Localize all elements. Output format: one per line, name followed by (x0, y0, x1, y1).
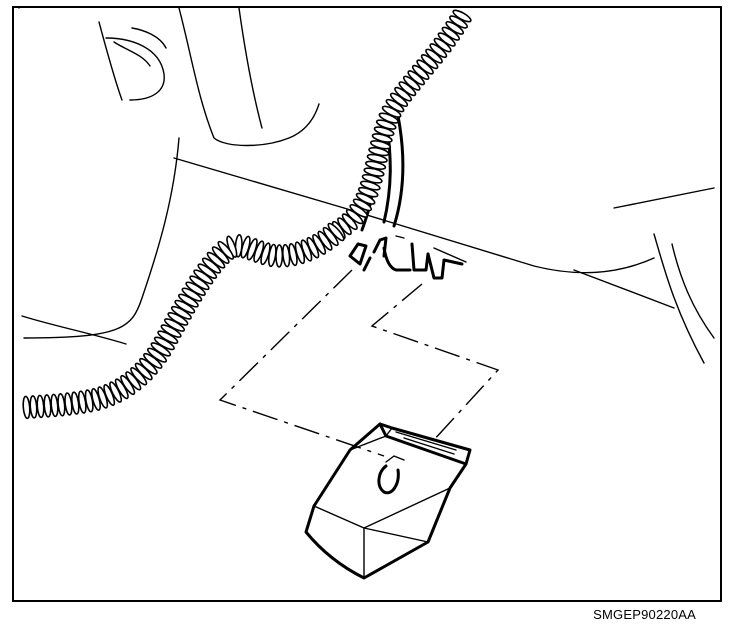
panel-connector-slots (348, 235, 467, 280)
diagram-frame (12, 6, 722, 602)
harness-coil-segment (22, 395, 31, 420)
harness-coil-segment (43, 394, 52, 418)
harness-coil-segment (275, 244, 284, 268)
harness-coil-segment (29, 395, 38, 419)
figure-reference-code: SMGEP90220AA (593, 607, 696, 622)
wiring-harness-illustration (18, 8, 715, 580)
harness-coil-segment (36, 394, 45, 419)
bracket-cover (304, 422, 472, 580)
alignment-guides (218, 269, 500, 457)
bulkhead-outline (18, 8, 715, 364)
corrugated-harness-tube (22, 9, 472, 420)
